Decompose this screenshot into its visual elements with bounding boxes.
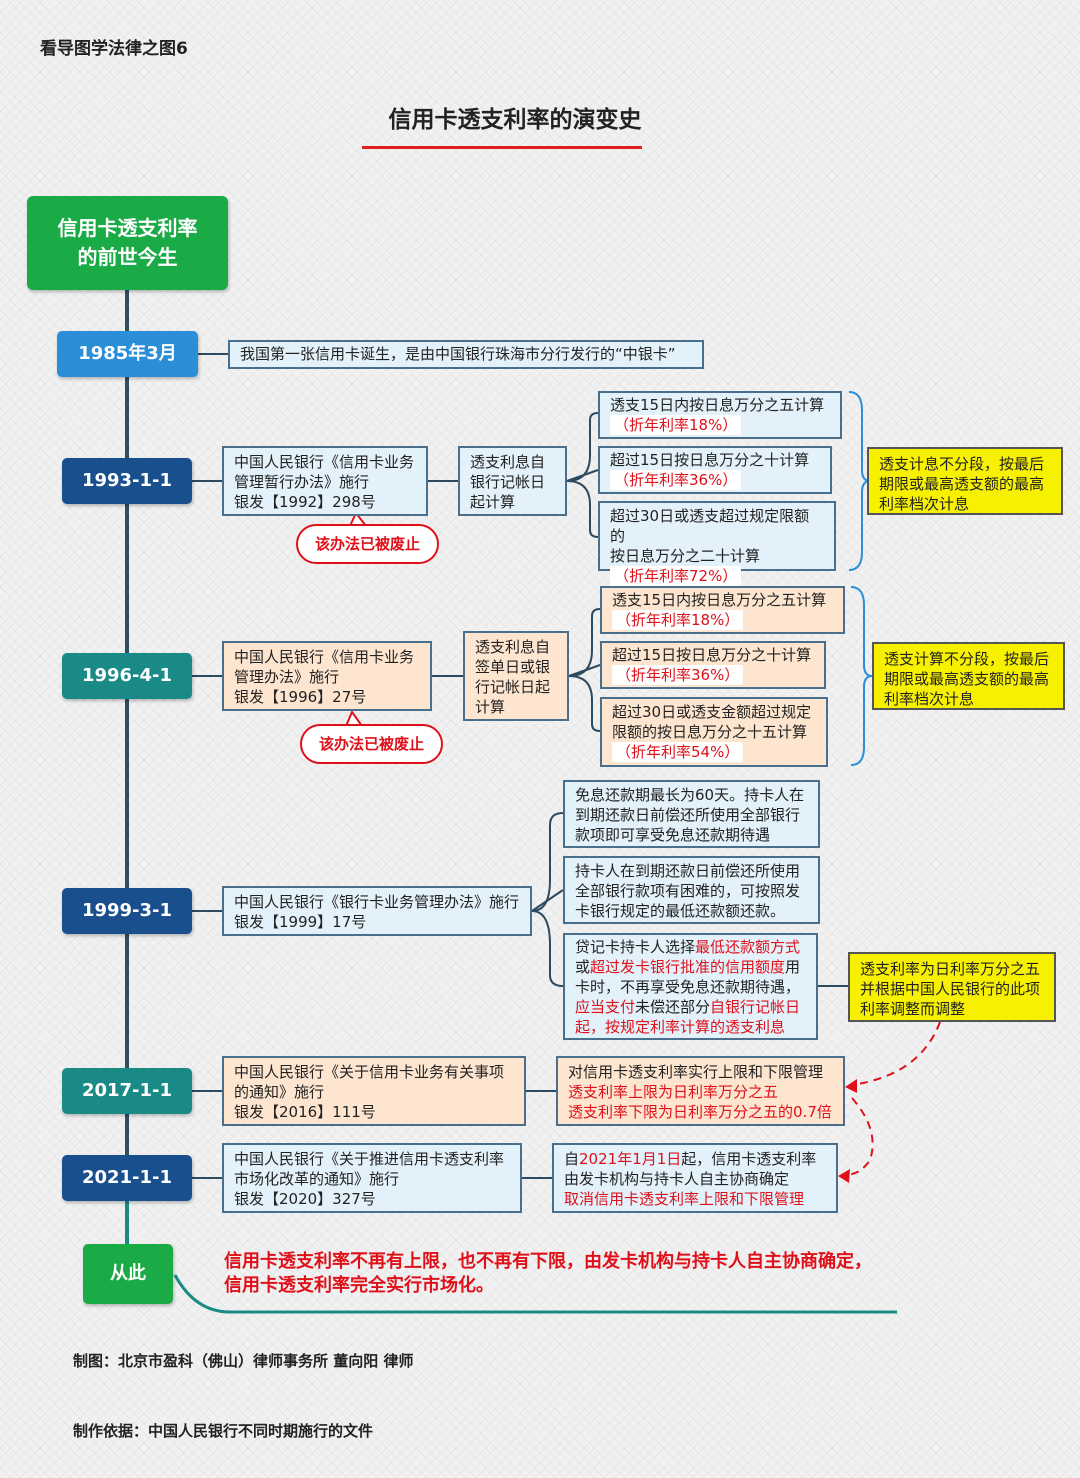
rule-1999-3: 贷记卡持卡人选择最低还款额方式 或超过发卡银行批准的信用额度用 卡时，不再享受免… [563, 933, 818, 1040]
rule-2021: 自2021年1月1日起，信用卡透支利率 由发卡机构与持卡人自主协商确定 取消信用… [552, 1143, 838, 1213]
rule-1993-1: 透支15日内按日息万分之五计算 （折年利率18%） [598, 391, 842, 439]
final-conclusion: 信用卡透支利率不再有上限，也不再有下限，由发卡机构与持卡人自主协商确定， 信用卡… [224, 1251, 872, 1296]
doc-1993: 中国人民银行《信用卡业务 管理暂行办法》施行 银发【1992】298号 [222, 446, 428, 516]
date-2021: 2021-1-1 [62, 1155, 192, 1201]
rule-1993-3: 超过30日或透支超过规定限额的 按日息万分之二十计算 （折年利率72%） [598, 501, 836, 586]
rule-1996-3: 超过30日或透支金额超过规定 限额的按日息万分之十五计算 （折年利率54%） [600, 697, 828, 767]
rule-2017: 对信用卡透支利率实行上限和下限管理 透支利率上限为日利率万分之五 透支利率下限为… [556, 1056, 845, 1126]
page-title: 信用卡透支利率的演变史 [388, 107, 642, 133]
series-label: 看导图学法律之图6 [40, 39, 188, 59]
doc-2017: 中国人民银行《关于信用卡业务有关事项 的通知》施行 银发【2016】111号 [222, 1056, 526, 1126]
credit-basis: 制作依据：中国人民银行不同时期施行的文件 [73, 1422, 374, 1440]
rule-1996-1: 透支15日内按日息万分之五计算 （折年利率18%） [600, 586, 845, 634]
doc-2021: 中国人民银行《关于推进信用卡透支利率 市场化改革的通知》施行 银发【2020】3… [222, 1143, 522, 1213]
final-node: 从此 [83, 1244, 173, 1304]
rule-1999-1: 免息还款期最长为60天。持卡人在 到期还款日前偿还所使用全部银行 款项即可享受免… [563, 780, 820, 848]
rule-1993-2: 超过15日按日息万分之十计算 （折年利率36%） [598, 446, 832, 494]
note-1993: 透支计息不分段，按最后 期限或最高透支额的最高 利率档次计息 [867, 447, 1063, 515]
date-1993: 1993-1-1 [62, 458, 192, 504]
root-node: 信用卡透支利率 的前世今生 [27, 196, 228, 290]
basis-1996: 透支利息自 签单日或银 行记帐日起 计算 [463, 631, 569, 721]
title-underline [362, 146, 642, 149]
event-1985: 我国第一张信用卡诞生，是由中国银行珠海市分行发行的“中银卡” [228, 340, 704, 369]
abolished-badge-1996: 该办法已被废止 [300, 724, 443, 764]
date-1996: 1996-4-1 [62, 653, 192, 699]
date-2017: 2017-1-1 [62, 1068, 192, 1114]
rule-1996-2: 超过15日按日息万分之十计算 （折年利率36%） [600, 641, 826, 689]
root-line-2: 的前世今生 [77, 245, 178, 269]
credit-maker: 制图：北京市盈科（佛山）律师事务所 董向阳 律师 [73, 1352, 414, 1370]
note-1999: 透支利率为日利率万分之五 并根据中国人民银行的此项 利率调整而调整 [848, 952, 1056, 1022]
abolished-badge-1993: 该办法已被废止 [296, 524, 439, 564]
note-1996: 透支计算不分段，按最后 期限或最高透支额的最高 利率档次计息 [872, 642, 1065, 710]
root-line-1: 信用卡透支利率 [57, 216, 198, 240]
doc-1999: 中国人民银行《银行卡业务管理办法》施行 银发【1999】17号 [222, 886, 532, 936]
basis-1993: 透支利息自 银行记帐日 起计算 [458, 446, 567, 516]
date-1999: 1999-3-1 [62, 888, 192, 934]
doc-1996: 中国人民银行《信用卡业务 管理办法》施行 银发【1996】27号 [222, 641, 432, 711]
rule-1999-2: 持卡人在到期还款日前偿还所使用 全部银行款项有困难的，可按照发 卡银行规定的最低… [563, 856, 820, 924]
date-1985: 1985年3月 [57, 331, 198, 377]
